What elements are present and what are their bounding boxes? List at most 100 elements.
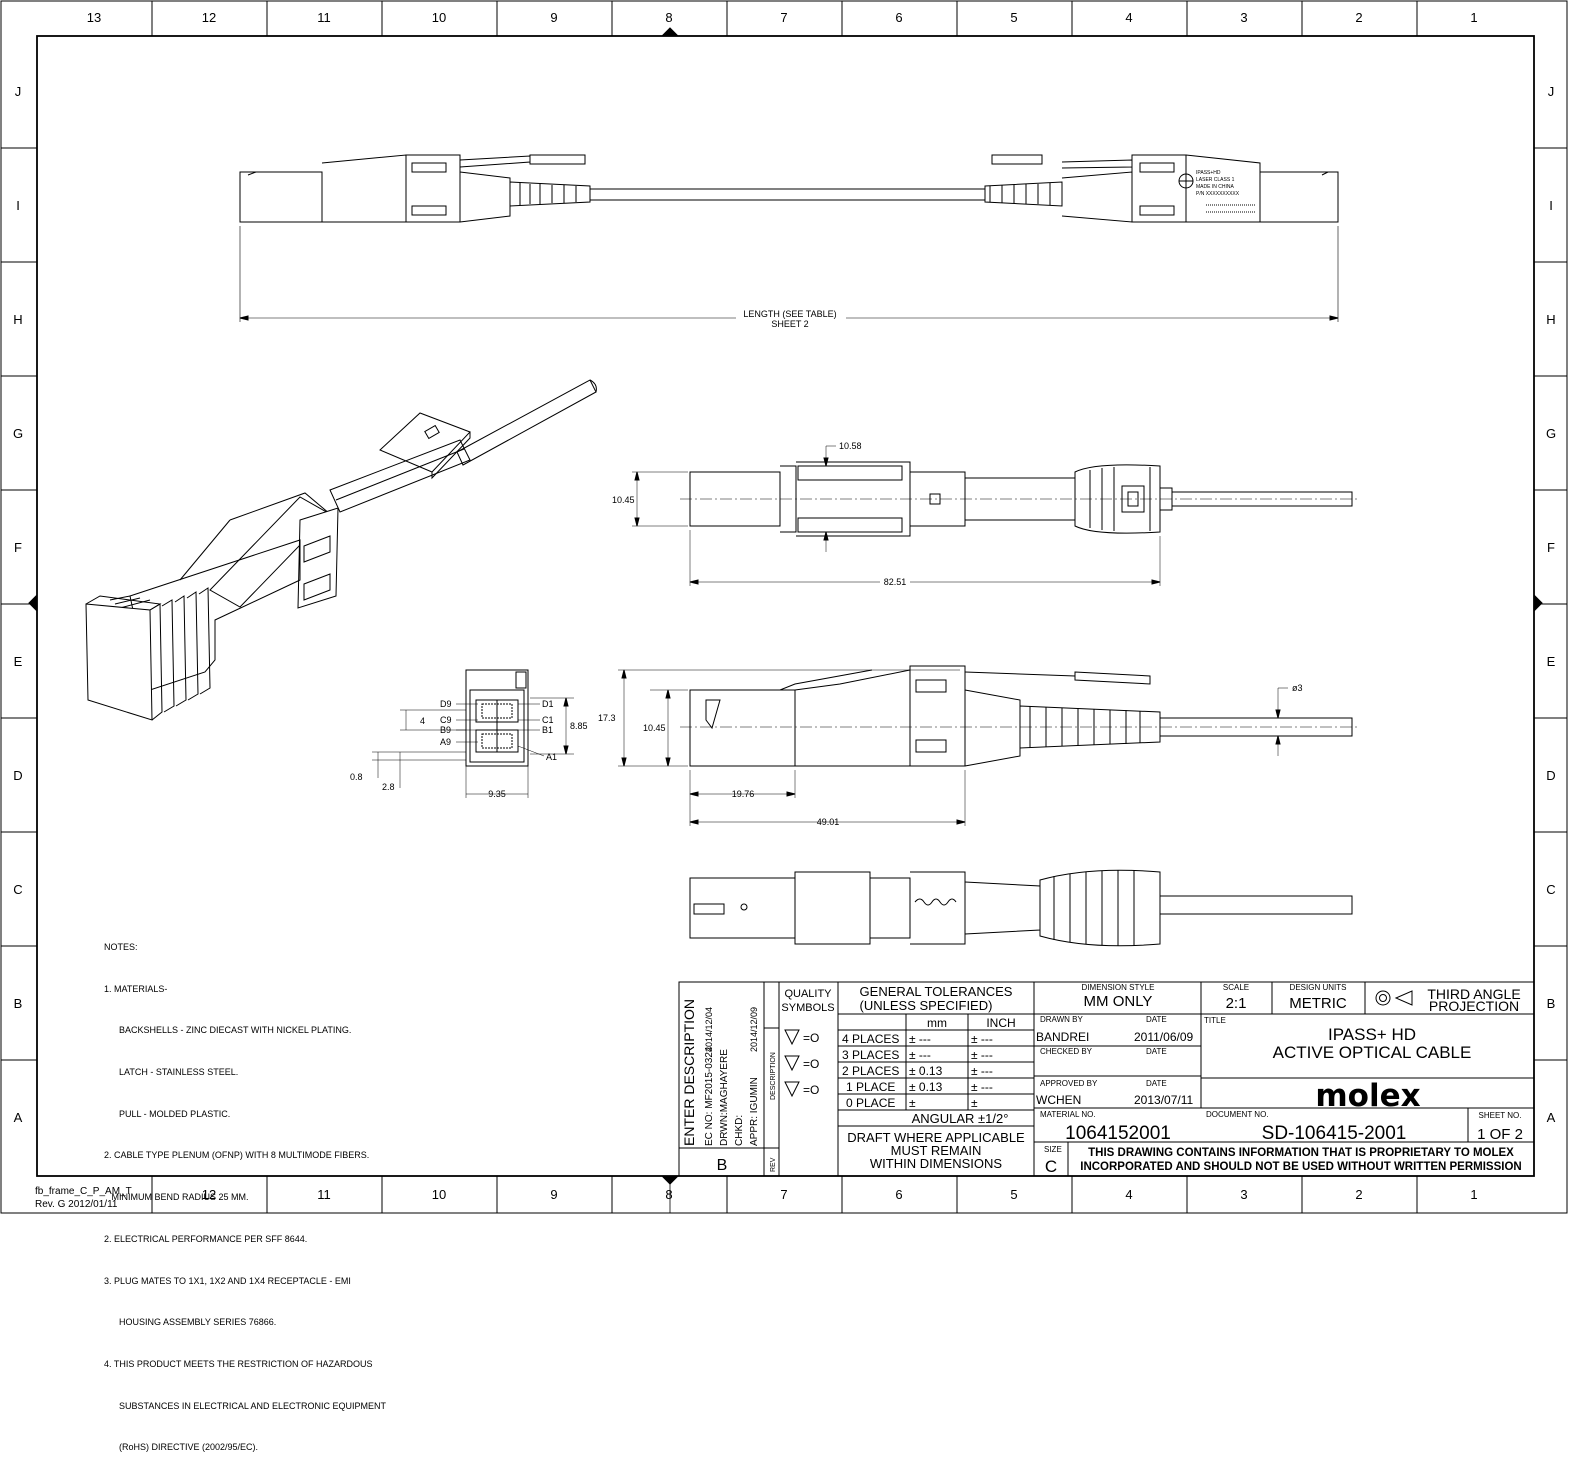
row-label: F	[1547, 540, 1555, 555]
size-label: SIZE	[1044, 1145, 1062, 1154]
dim-0-8: 0.8	[350, 772, 363, 782]
revision-ec-number: EC NO: MF2015-0324	[704, 1046, 715, 1146]
dimension-style-value: MM ONLY	[1084, 993, 1153, 1010]
approved-by-label: APPROVED BY	[1040, 1079, 1098, 1088]
revision-drawn: DRWN:MAGHAYERE	[719, 1049, 730, 1146]
document-number: SD-106415-2001	[1262, 1123, 1407, 1144]
scale-value: 2:1	[1226, 995, 1247, 1012]
isometric-connector-view	[85, 379, 597, 721]
tolerance-inch: ± ---	[971, 1048, 993, 1062]
unless-specified: (UNLESS SPECIFIED)	[860, 998, 993, 1013]
date-label: DATE	[1146, 1079, 1167, 1088]
connector-side-view	[618, 665, 1360, 826]
col-label: 12	[202, 10, 216, 25]
tolerance-mm: ±	[909, 1096, 916, 1110]
col-label: 11	[317, 1187, 331, 1202]
col-label: 12	[202, 1187, 216, 1202]
tolerance-mm: ± 0.13	[909, 1064, 943, 1078]
design-units-value: METRIC	[1289, 995, 1347, 1012]
tolerance-block: GENERAL TOLERANCES (UNLESS SPECIFIED) mm…	[842, 984, 1025, 1171]
revision-checked: CHKD:	[734, 1115, 745, 1146]
dim-17-3: 17.3	[598, 713, 616, 723]
tolerance-mm: ± ---	[909, 1032, 931, 1046]
tolerance-label: 0 PLACE	[846, 1096, 895, 1110]
note-line: 3. PLUG MATES TO 1X1, 1X2 AND 1X4 RECEPT…	[104, 1275, 351, 1286]
quality-label: SYMBOLS	[781, 1002, 834, 1014]
row-label: H	[1546, 312, 1555, 327]
row-label: G	[1546, 426, 1556, 441]
cable-assembly-view	[239, 154, 1339, 322]
revision-approved-date: 2014/12/09	[749, 1007, 759, 1052]
row-label: E	[14, 654, 23, 669]
col-label: 2	[1355, 10, 1362, 25]
dim-49-01: 49.01	[817, 817, 840, 827]
row-label: A	[1547, 1110, 1556, 1125]
drawing-title: IPASS+ HD	[1328, 1025, 1416, 1044]
pin-label: C9	[440, 715, 452, 725]
revision-approved: APPR: IGUMIN	[749, 1077, 760, 1146]
drawn-by-label: DRAWN BY	[1040, 1015, 1083, 1024]
checked-by-label: CHECKED BY	[1040, 1047, 1093, 1056]
tolerance-mm: ± ---	[909, 1048, 931, 1062]
row-label: E	[1547, 654, 1556, 669]
dim-82-51: 82.51	[884, 577, 907, 587]
scale-label: SCALE	[1223, 983, 1249, 992]
row-label: I	[1549, 198, 1553, 213]
col-label: 8	[665, 10, 672, 25]
col-label: 6	[895, 1187, 902, 1202]
dim-10-45-top: 10.45	[612, 495, 635, 505]
dim-2-8: 2.8	[382, 782, 395, 792]
revision-drawn-date: 2014/12/04	[704, 1007, 714, 1052]
dim-10-45-side: 10.45	[643, 723, 666, 733]
dim-8-85: 8.85	[570, 721, 588, 731]
quality-symbol-value: =O	[803, 1031, 819, 1045]
row-label: B	[1547, 996, 1556, 1011]
pin-label: A9	[440, 737, 451, 747]
col-label: 3	[1240, 10, 1247, 25]
note-line: 4. THIS PRODUCT MEETS THE RESTRICTION OF…	[104, 1359, 373, 1369]
col-label: 10	[432, 1187, 446, 1202]
col-label: 11	[317, 10, 331, 25]
pin-label: D1	[542, 699, 554, 709]
row-label: C	[1546, 882, 1555, 897]
connector-label-tag: IPASS+HD LASER CLASS 1 MADE IN CHINA P/N…	[1196, 170, 1240, 197]
tolerance-label: 2 PLACES	[842, 1064, 899, 1078]
tag-line: P/N XXXXXXXXXX	[1196, 191, 1240, 197]
quality-symbol-value: =O	[803, 1083, 819, 1097]
general-tolerances: GENERAL TOLERANCES	[860, 984, 1013, 999]
unit-inch: INCH	[986, 1016, 1015, 1030]
tag-line: MADE IN CHINA	[1196, 184, 1234, 190]
dim-10-58: 10.58	[839, 441, 862, 451]
col-label: 4	[1125, 1187, 1132, 1202]
row-label: I	[16, 198, 20, 213]
note-line: HOUSING ASSEMBLY SERIES 76866.	[104, 1317, 277, 1328]
drawn-by: BANDREI	[1036, 1030, 1089, 1044]
title-label: TITLE	[1204, 1016, 1226, 1025]
note-line: (RoHS) DIRECTIVE (2002/95/EC).	[104, 1442, 259, 1453]
col-label: 3	[1240, 1187, 1247, 1202]
note-line: 2. CABLE TYPE PLENUM (OFNP) WITH 8 MULTI…	[104, 1150, 370, 1161]
note-line: MINIMUM BEND RADIUS 25 MM.	[104, 1192, 249, 1203]
dim-phi-3: ø3	[1292, 683, 1303, 693]
pin-label: C1	[542, 715, 554, 725]
revision-header: ENTER DESCRIPTION	[681, 999, 697, 1146]
tolerance-label: 3 PLACES	[842, 1048, 899, 1062]
note-line: BACKSHELLS - ZINC DIECAST WITH NICKEL PL…	[104, 1025, 352, 1036]
tag-line: LASER CLASS 1	[1196, 177, 1235, 183]
col-label: 1	[1470, 10, 1477, 25]
row-label: H	[13, 312, 22, 327]
row-label: F	[14, 540, 22, 555]
approved-by: WCHEN	[1036, 1093, 1081, 1107]
connector-top-view	[632, 445, 1360, 586]
note-line: NOTES:	[104, 941, 138, 952]
col-label: 5	[1010, 1187, 1017, 1202]
drawing-title: ACTIVE OPTICAL CABLE	[1273, 1043, 1472, 1062]
design-units-label: DESIGN UNITS	[1290, 983, 1347, 992]
end-view-pin-labels: D9 C9 B9 A9 D1 C1 B1 A1	[440, 699, 557, 762]
tolerance-inch: ± ---	[971, 1032, 993, 1046]
dim-4: 4	[420, 716, 425, 726]
tolerance-mm: ± 0.13	[909, 1080, 943, 1094]
tolerance-label: 4 PLACES	[842, 1032, 899, 1046]
tolerance-inch: ± ---	[971, 1064, 993, 1078]
note-line: LATCH - STAINLESS STEEL.	[104, 1066, 239, 1077]
